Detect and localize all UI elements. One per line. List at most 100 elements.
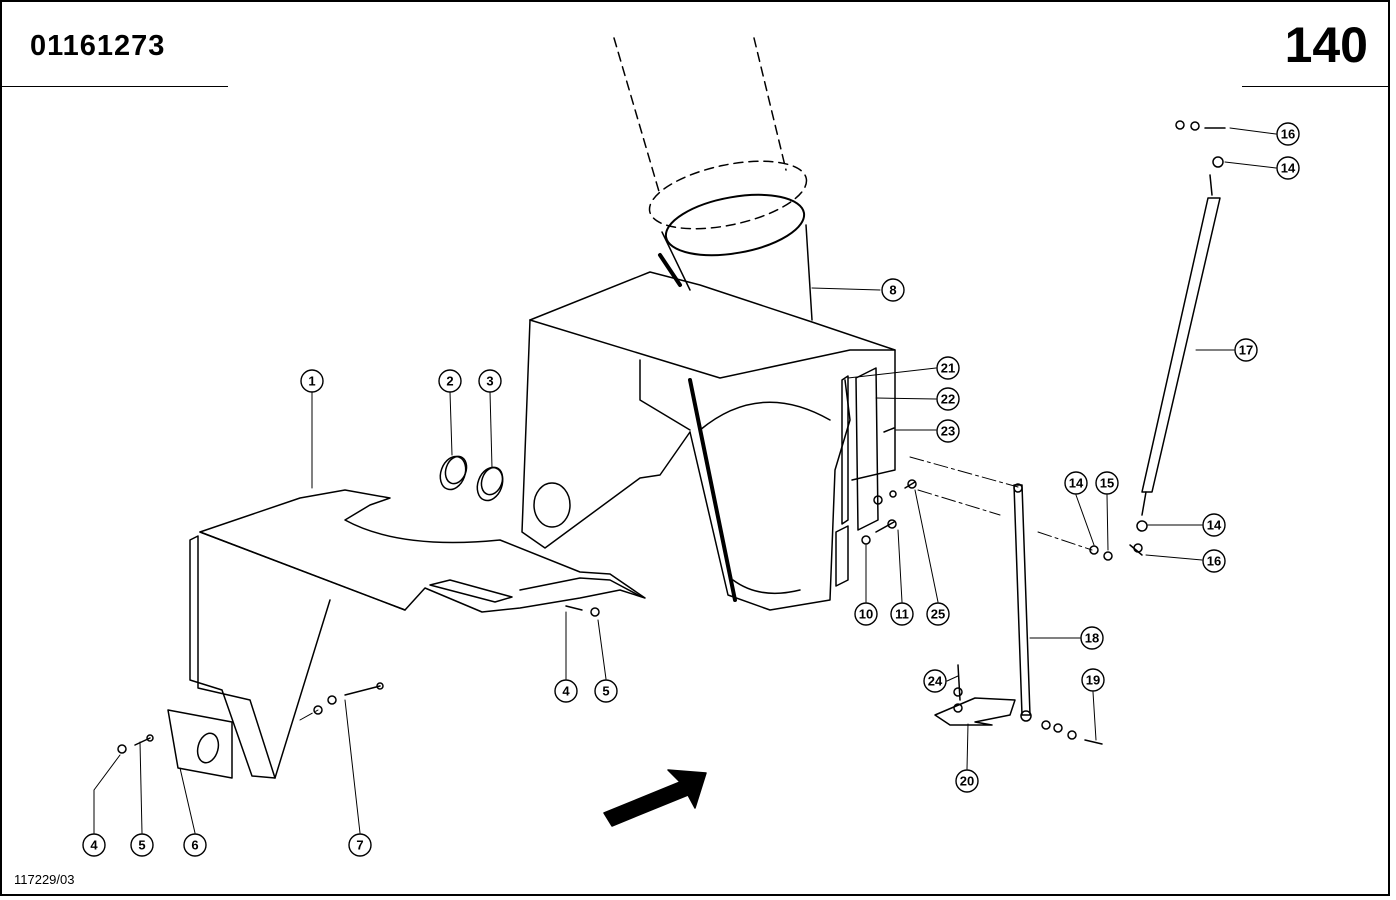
callout-8: 8 bbox=[881, 278, 905, 302]
seal-strips bbox=[835, 367, 879, 587]
callout-label: 7 bbox=[356, 838, 363, 853]
callout-label: 20 bbox=[960, 774, 974, 789]
callout-2: 2 bbox=[438, 369, 462, 393]
callout-14: 14 bbox=[1202, 513, 1226, 537]
callout-label: 1 bbox=[308, 374, 315, 389]
gas-strut-upper bbox=[1089, 120, 1226, 561]
callout-21: 21 bbox=[936, 356, 960, 380]
callout-label: 6 bbox=[191, 838, 198, 853]
callout-19: 19 bbox=[1081, 668, 1105, 692]
bracket-20 bbox=[934, 664, 1016, 726]
callout-7: 7 bbox=[348, 833, 372, 857]
callout-label: 15 bbox=[1100, 476, 1114, 491]
callout-circle bbox=[478, 369, 502, 393]
gas-strut-lower bbox=[1013, 483, 1103, 745]
callout-label: 14 bbox=[1069, 476, 1084, 491]
callout-15: 15 bbox=[1095, 471, 1119, 495]
housing-fasteners bbox=[861, 427, 917, 545]
callout-label: 24 bbox=[928, 674, 943, 689]
callout-label: 17 bbox=[1239, 343, 1253, 358]
callout-18: 18 bbox=[1080, 626, 1104, 650]
callout-23: 23 bbox=[936, 419, 960, 443]
callout-circle bbox=[1276, 122, 1300, 146]
direction-arrow bbox=[603, 769, 707, 827]
callout-24: 24 bbox=[923, 669, 947, 693]
callout-circle bbox=[82, 833, 106, 857]
callout-circle bbox=[554, 679, 578, 703]
callout-circle bbox=[936, 387, 960, 411]
callout-label: 23 bbox=[941, 424, 955, 439]
callout-label: 16 bbox=[1207, 554, 1221, 569]
callout-label: 10 bbox=[859, 607, 873, 622]
callout-10: 10 bbox=[854, 602, 878, 626]
callout-circle bbox=[926, 602, 950, 626]
part-number: 01161273 bbox=[30, 30, 166, 62]
callout-circle bbox=[955, 769, 979, 793]
upper-tube-phantom bbox=[613, 37, 808, 230]
callout-label: 4 bbox=[90, 838, 98, 853]
callout-circle bbox=[1202, 513, 1226, 537]
callout-11: 11 bbox=[890, 602, 914, 626]
callout-circle bbox=[300, 369, 324, 393]
callout-label: 22 bbox=[941, 392, 955, 407]
callout-label: 19 bbox=[1086, 673, 1100, 688]
callout-label: 21 bbox=[941, 361, 955, 376]
cover-plate bbox=[167, 709, 233, 779]
callout-3: 3 bbox=[478, 369, 502, 393]
callout-label: 14 bbox=[1207, 518, 1222, 533]
callout-label: 11 bbox=[895, 607, 909, 622]
callout-label: 25 bbox=[931, 607, 945, 622]
callout-circle bbox=[1276, 156, 1300, 180]
assembly-center-lines bbox=[299, 456, 1093, 721]
callout-circle bbox=[438, 369, 462, 393]
callout-circle bbox=[1064, 471, 1088, 495]
callout-16: 16 bbox=[1202, 549, 1226, 573]
callout-circle bbox=[890, 602, 914, 626]
callout-circle bbox=[594, 679, 618, 703]
callout-circle bbox=[923, 669, 947, 693]
header-rule-left bbox=[0, 86, 228, 87]
callout-label: 18 bbox=[1085, 631, 1099, 646]
callout-circle bbox=[1081, 668, 1105, 692]
hood-fasteners bbox=[117, 605, 600, 754]
callout-label: 16 bbox=[1281, 127, 1295, 142]
callout-22: 22 bbox=[936, 387, 960, 411]
callout-label: 5 bbox=[138, 838, 145, 853]
callout-14: 14 bbox=[1276, 156, 1300, 180]
callout-circle bbox=[936, 419, 960, 443]
callout-label: 4 bbox=[562, 684, 570, 699]
callout-5: 5 bbox=[130, 833, 154, 857]
callout-20: 20 bbox=[955, 769, 979, 793]
callout-circle bbox=[130, 833, 154, 857]
callout-6: 6 bbox=[183, 833, 207, 857]
deflector-hood bbox=[189, 489, 646, 779]
callout-circle bbox=[881, 278, 905, 302]
callout-label: 5 bbox=[602, 684, 609, 699]
callout-circle bbox=[1202, 549, 1226, 573]
callout-circle bbox=[1095, 471, 1119, 495]
callout-16: 16 bbox=[1276, 122, 1300, 146]
callout-leaders bbox=[93, 127, 1277, 834]
callout-circle bbox=[183, 833, 207, 857]
callout-label: 2 bbox=[446, 374, 453, 389]
callout-circle bbox=[348, 833, 372, 857]
callout-5: 5 bbox=[594, 679, 618, 703]
callout-4: 4 bbox=[554, 679, 578, 703]
callout-circle bbox=[936, 356, 960, 380]
callout-14: 14 bbox=[1064, 471, 1088, 495]
page-number: 140 bbox=[1284, 17, 1368, 73]
callout-25: 25 bbox=[926, 602, 950, 626]
clamp-rings bbox=[439, 455, 504, 502]
callout-1: 1 bbox=[300, 369, 324, 393]
header-rule-right bbox=[1242, 86, 1390, 87]
callout-label: 3 bbox=[486, 374, 493, 389]
spout-housing bbox=[521, 193, 896, 611]
callout-label: 8 bbox=[889, 283, 896, 298]
drawing-reference: 117229/03 bbox=[14, 872, 75, 887]
callout-circle bbox=[1234, 338, 1258, 362]
callout-circle bbox=[854, 602, 878, 626]
callout-17: 17 bbox=[1234, 338, 1258, 362]
callout-label: 14 bbox=[1281, 161, 1296, 176]
